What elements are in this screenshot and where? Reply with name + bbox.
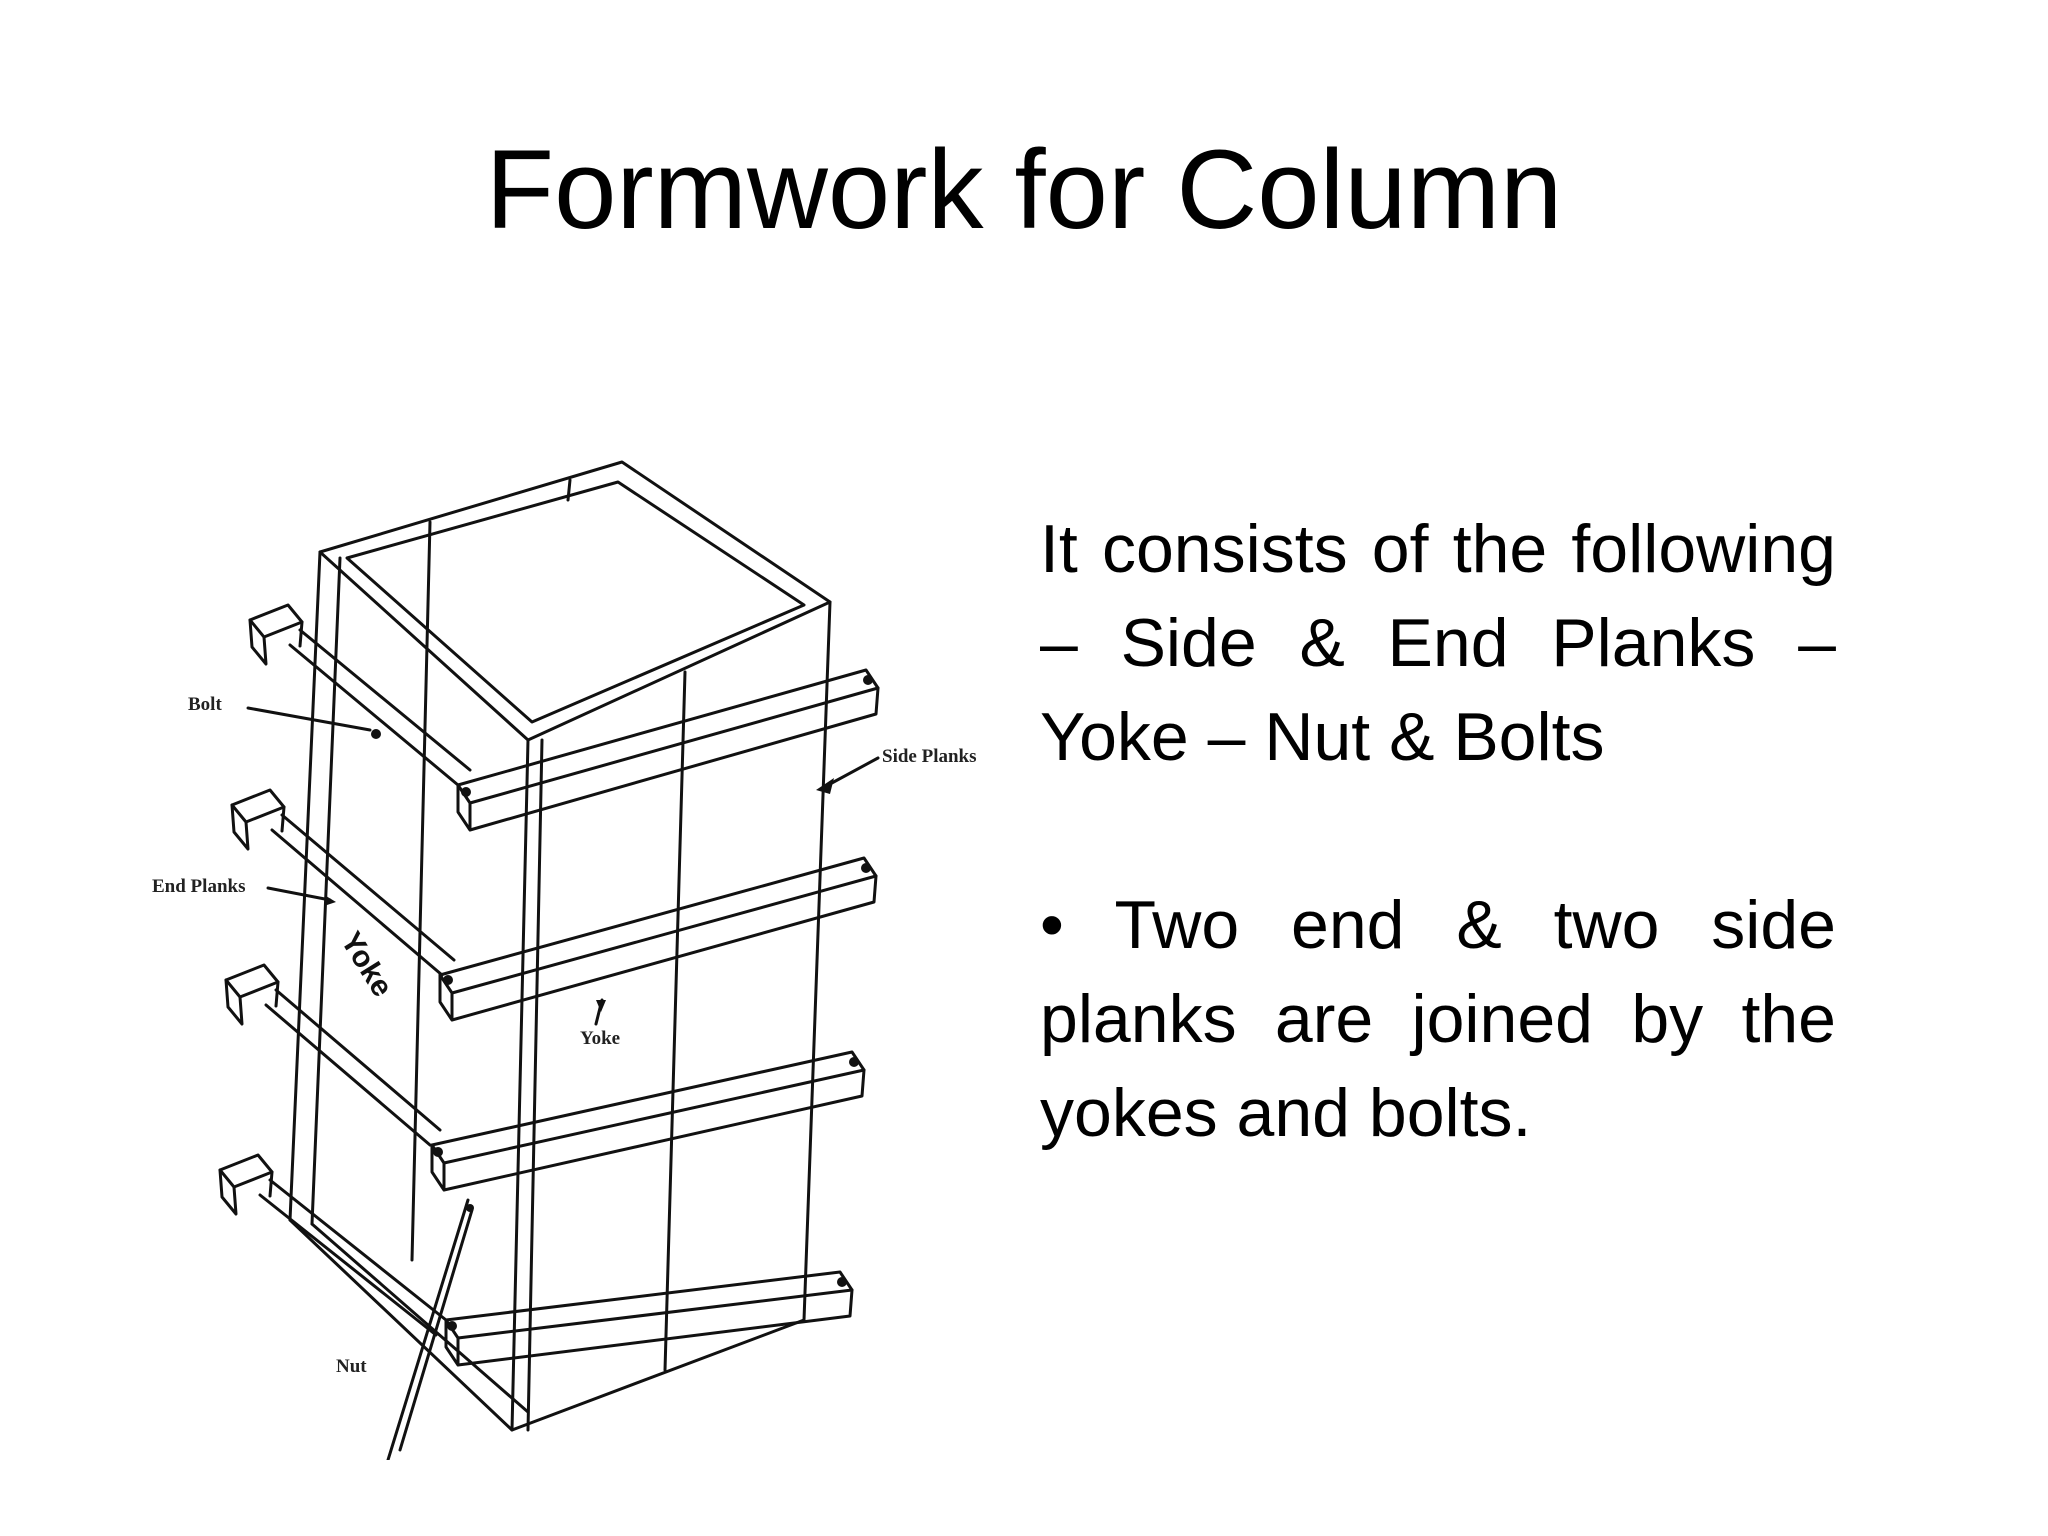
- formwork-drawing: Bolt Side Planks End Planks Yoke Yoke Nu…: [152, 460, 977, 1460]
- column-front-edge: [510, 738, 530, 1432]
- column-right-edge: [802, 600, 832, 1322]
- bullet-marker: •: [1040, 887, 1064, 963]
- bullet-text: Two end & two side planks are joined by …: [1040, 887, 1836, 1151]
- label-side-planks: Side Planks: [882, 746, 977, 767]
- yoke-front-bar: [456, 668, 880, 805]
- column-front-edge-2: [526, 738, 544, 1432]
- yoke-left-bar: [248, 603, 304, 639]
- nut-leader: [386, 1198, 470, 1460]
- slide-body: It consists of the following – Side & En…: [1040, 502, 1836, 1160]
- label-yoke-diagonal: Yoke: [334, 926, 399, 1002]
- column-left-edge-2: [310, 556, 342, 1226]
- plank-seam: [663, 670, 687, 1372]
- slide-title: Formwork for Column: [485, 127, 1563, 252]
- intro-paragraph: It consists of the following – Side & En…: [1040, 511, 1836, 775]
- label-yoke: Yoke: [580, 1028, 620, 1049]
- end-planks-leader: [266, 886, 332, 902]
- bullet-item: • Two end & two side planks are joined b…: [1040, 878, 1836, 1160]
- column-inner-opening: [345, 480, 806, 724]
- bolt-leader: [246, 706, 372, 732]
- column-bottom-edge: [288, 1218, 806, 1432]
- column-left-edge: [288, 550, 322, 1222]
- label-nut: Nut: [336, 1356, 367, 1377]
- plank-seam: [410, 520, 432, 1262]
- label-end-planks: End Planks: [152, 876, 245, 897]
- label-bolt: Bolt: [188, 694, 222, 715]
- yoke-back-bar: [288, 628, 472, 787]
- formwork-column-diagram: Bolt Side Planks End Planks Yoke Yoke Nu…: [140, 440, 1020, 1460]
- side-planks-leader: [828, 756, 880, 786]
